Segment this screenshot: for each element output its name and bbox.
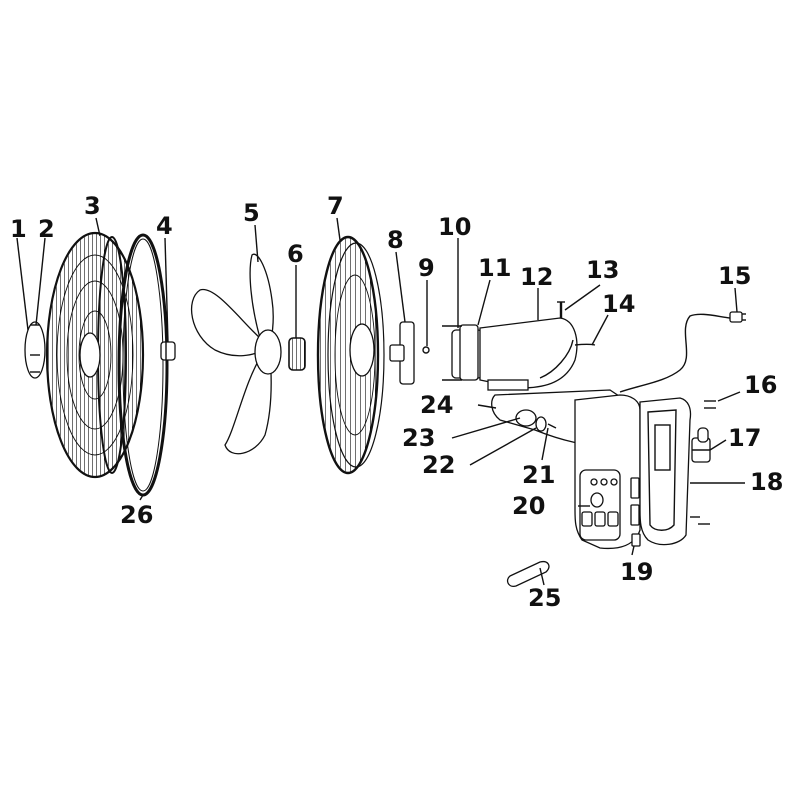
label-6: 6 xyxy=(287,240,304,268)
label-17: 17 xyxy=(728,424,761,452)
part-13-screw xyxy=(557,301,565,318)
label-12: 12 xyxy=(520,263,553,291)
leader-lines xyxy=(16,217,745,586)
label-24: 24 xyxy=(420,391,453,419)
label-14: 14 xyxy=(602,290,635,318)
label-2: 2 xyxy=(38,215,55,243)
part-20-control-unit xyxy=(574,394,641,550)
part-12-motor-housing xyxy=(479,317,578,391)
label-3: 3 xyxy=(84,192,101,220)
label-16: 16 xyxy=(744,371,777,399)
label-8: 8 xyxy=(387,226,404,254)
label-1: 1 xyxy=(10,215,27,243)
part-3-front-grille xyxy=(45,231,145,479)
part-16-screws xyxy=(704,400,716,409)
part-1-badge xyxy=(24,321,46,379)
label-25: 25 xyxy=(528,584,561,612)
part-15-power-cord xyxy=(619,311,746,393)
part-8-mounting-plate xyxy=(389,321,415,385)
label-22: 22 xyxy=(422,451,455,479)
part-5-fan-blade xyxy=(190,253,282,455)
part-10-motor-front xyxy=(442,324,483,381)
label-9: 9 xyxy=(418,254,435,282)
label-11: 11 xyxy=(478,254,511,282)
part-2-screws xyxy=(30,324,40,373)
label-19: 19 xyxy=(620,558,653,586)
label-21: 21 xyxy=(522,461,555,489)
label-15: 15 xyxy=(718,262,751,290)
part-4-spinner-cap xyxy=(160,341,176,361)
part-labels: 1 2 3 4 5 6 7 8 9 10 11 12 13 14 15 16 1… xyxy=(10,192,783,612)
part-19-side-switch xyxy=(631,533,641,547)
part-18-screws xyxy=(690,516,710,525)
label-26: 26 xyxy=(120,501,153,529)
label-23: 23 xyxy=(402,424,435,452)
label-4: 4 xyxy=(156,212,173,240)
part-17-hanging-bracket xyxy=(691,427,711,463)
label-18: 18 xyxy=(750,468,783,496)
label-10: 10 xyxy=(438,213,471,241)
part-6-blade-nut xyxy=(288,337,306,371)
label-7: 7 xyxy=(327,192,344,220)
part-9-clip xyxy=(422,346,430,354)
part-25-remote-control xyxy=(506,560,550,587)
label-13: 13 xyxy=(586,256,619,284)
label-5: 5 xyxy=(243,199,260,227)
part-18-wall-plate xyxy=(639,397,692,546)
part-7-rear-grille xyxy=(316,235,385,475)
part-14-housing-tab xyxy=(574,343,596,346)
label-20: 20 xyxy=(512,492,545,520)
